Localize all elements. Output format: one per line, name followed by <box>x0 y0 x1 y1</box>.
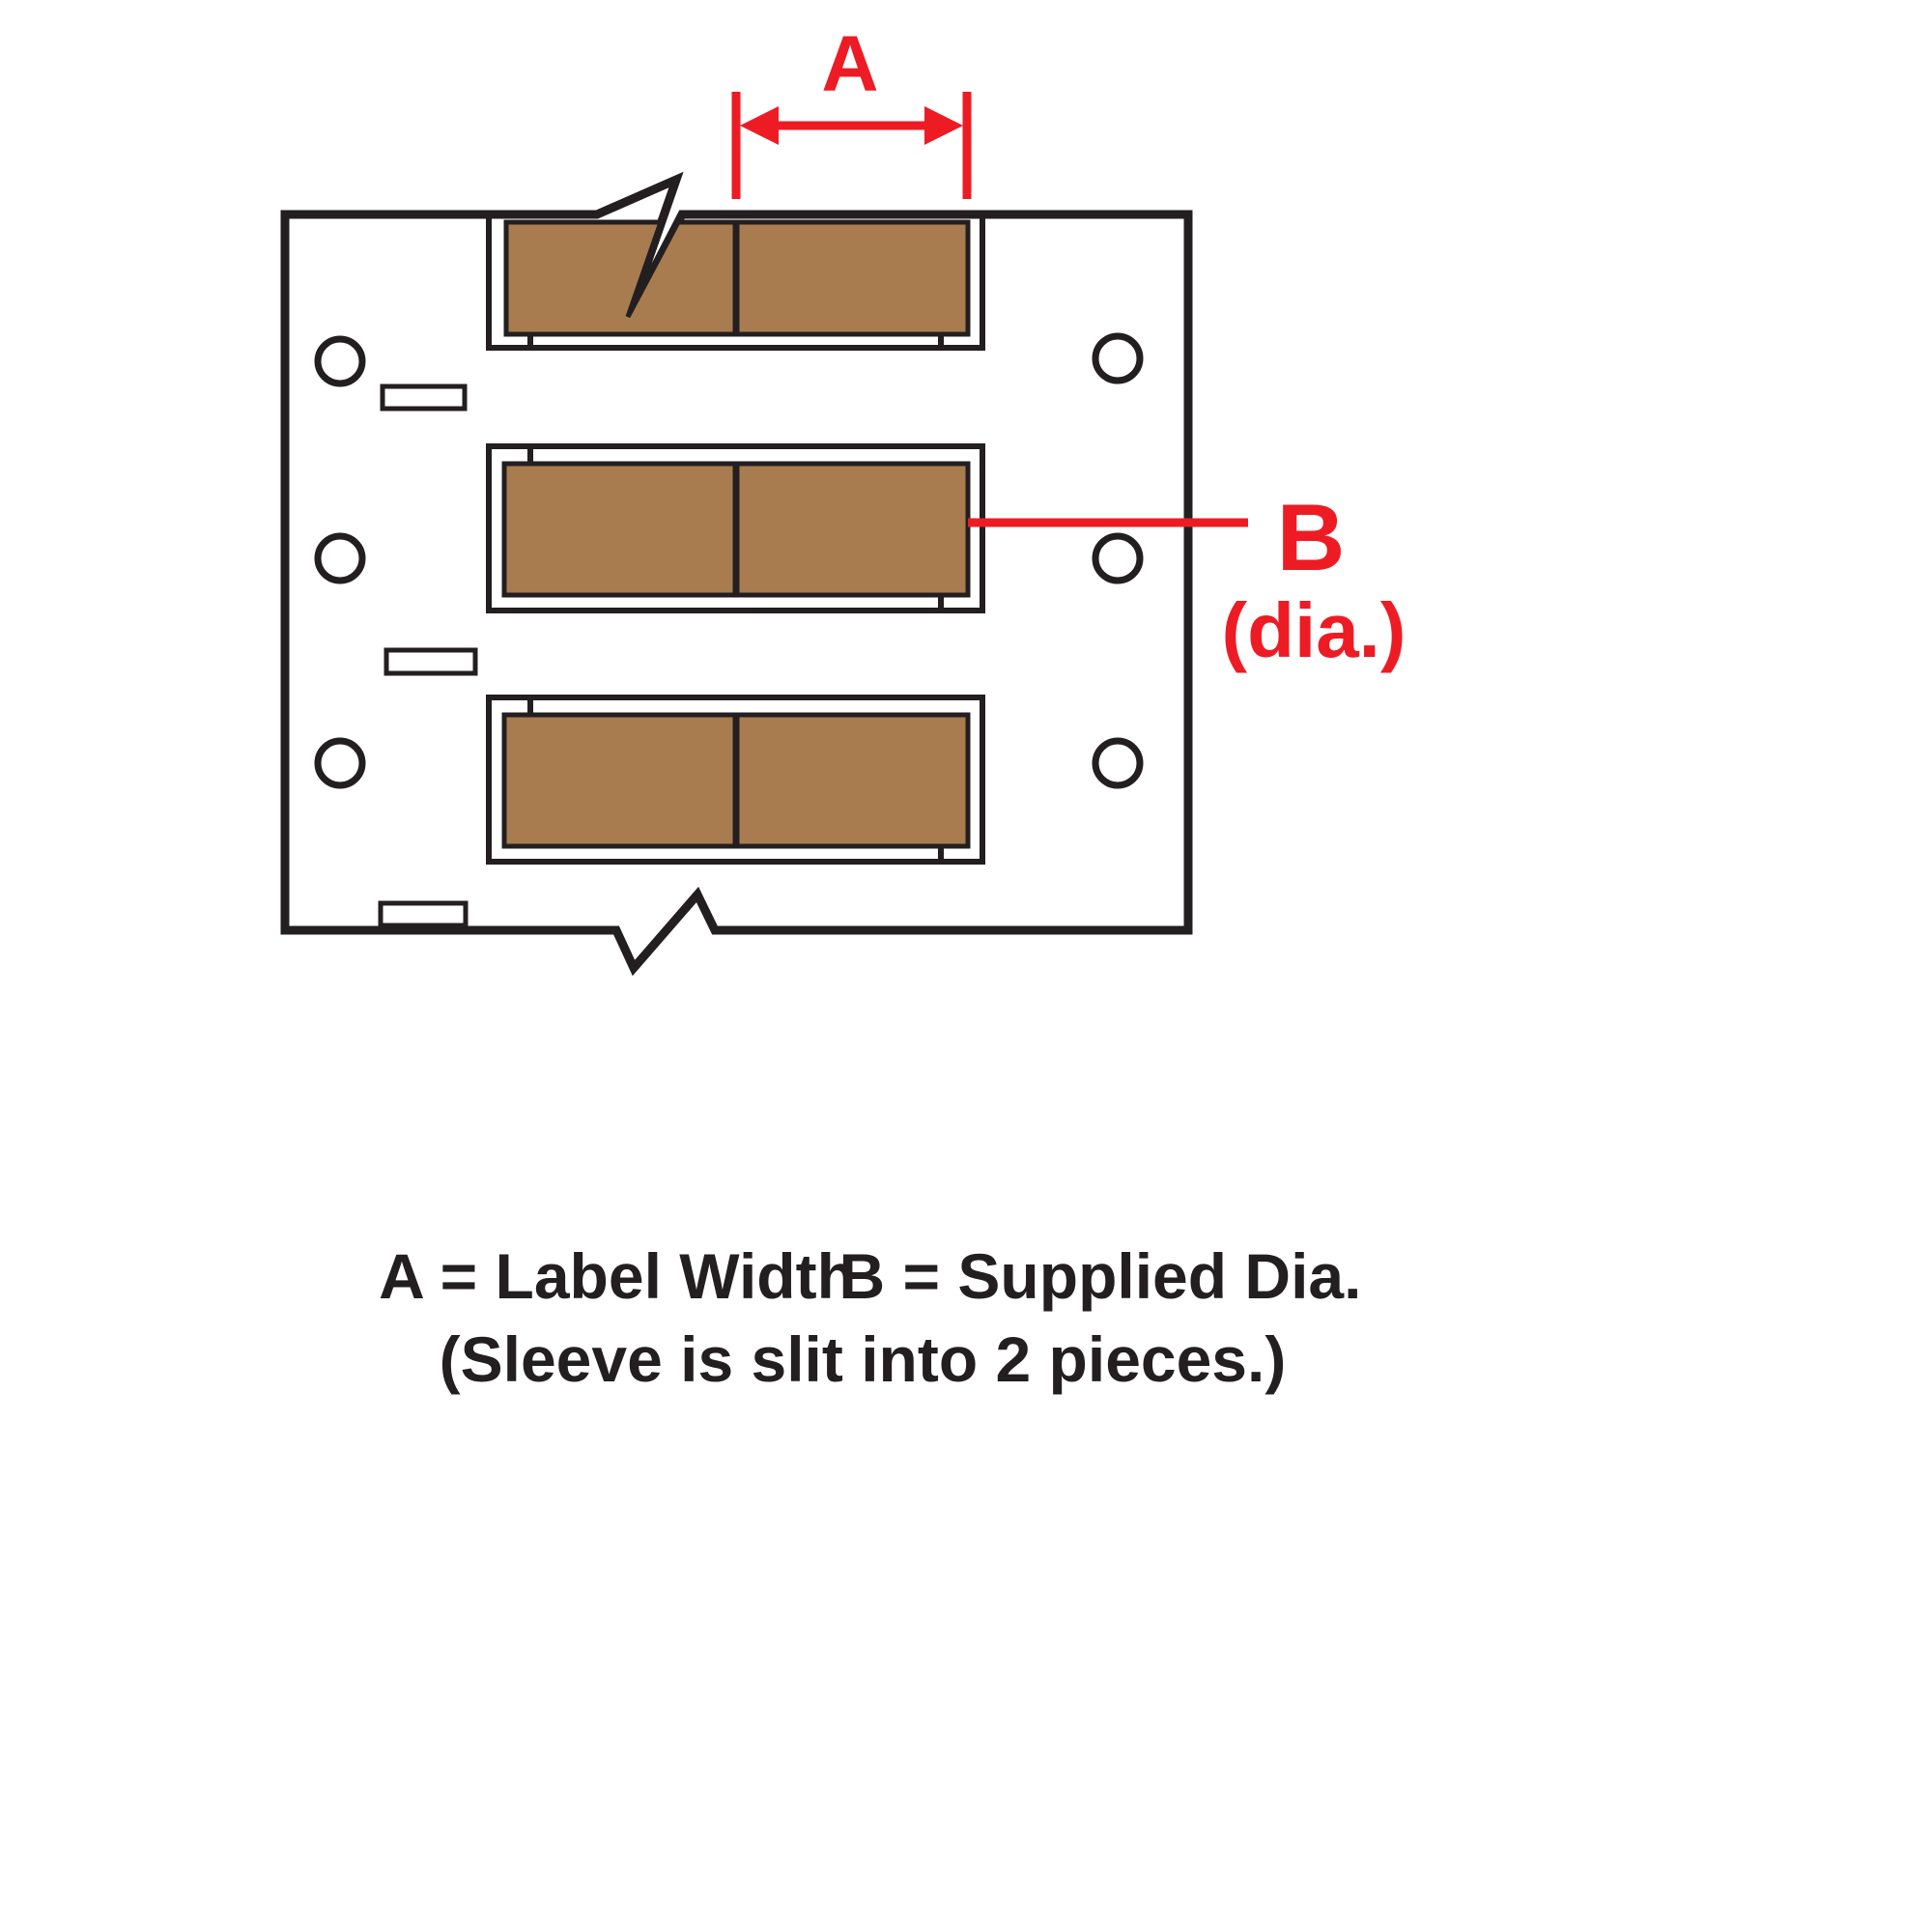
liner-slot <box>378 900 469 928</box>
dim-b-sublabel: (dia.) <box>1221 587 1406 673</box>
legend-b-definition: B = Supplied Dia. <box>839 1240 1362 1312</box>
liner-slot <box>380 384 468 412</box>
feed-hole <box>314 335 366 387</box>
bottom-slot-outline <box>486 695 985 865</box>
dim-a-arrowhead-left <box>740 106 779 145</box>
dim-a-arrowhead-right <box>924 106 963 145</box>
dim-a-label: A <box>821 20 878 108</box>
legend: A = Label Width B = Supplied Dia. (Sleev… <box>379 1240 1361 1395</box>
legend-a-definition: A = Label Width <box>379 1240 856 1312</box>
dimension-b: B (dia.) <box>968 484 1406 673</box>
carrier-group <box>280 171 1193 977</box>
liner-slot <box>384 647 478 676</box>
feed-hole <box>314 737 366 789</box>
feed-hole <box>1092 737 1144 789</box>
feed-hole <box>1092 532 1144 584</box>
dimension-a: A <box>731 20 972 199</box>
legend-note: (Sleeve is slit into 2 pieces.) <box>440 1323 1287 1395</box>
feed-hole <box>314 532 366 584</box>
feed-hole <box>1092 332 1144 384</box>
top-slot-outline <box>486 216 985 351</box>
dim-b-label: B <box>1277 484 1346 590</box>
middle-slot-outline <box>486 443 985 613</box>
